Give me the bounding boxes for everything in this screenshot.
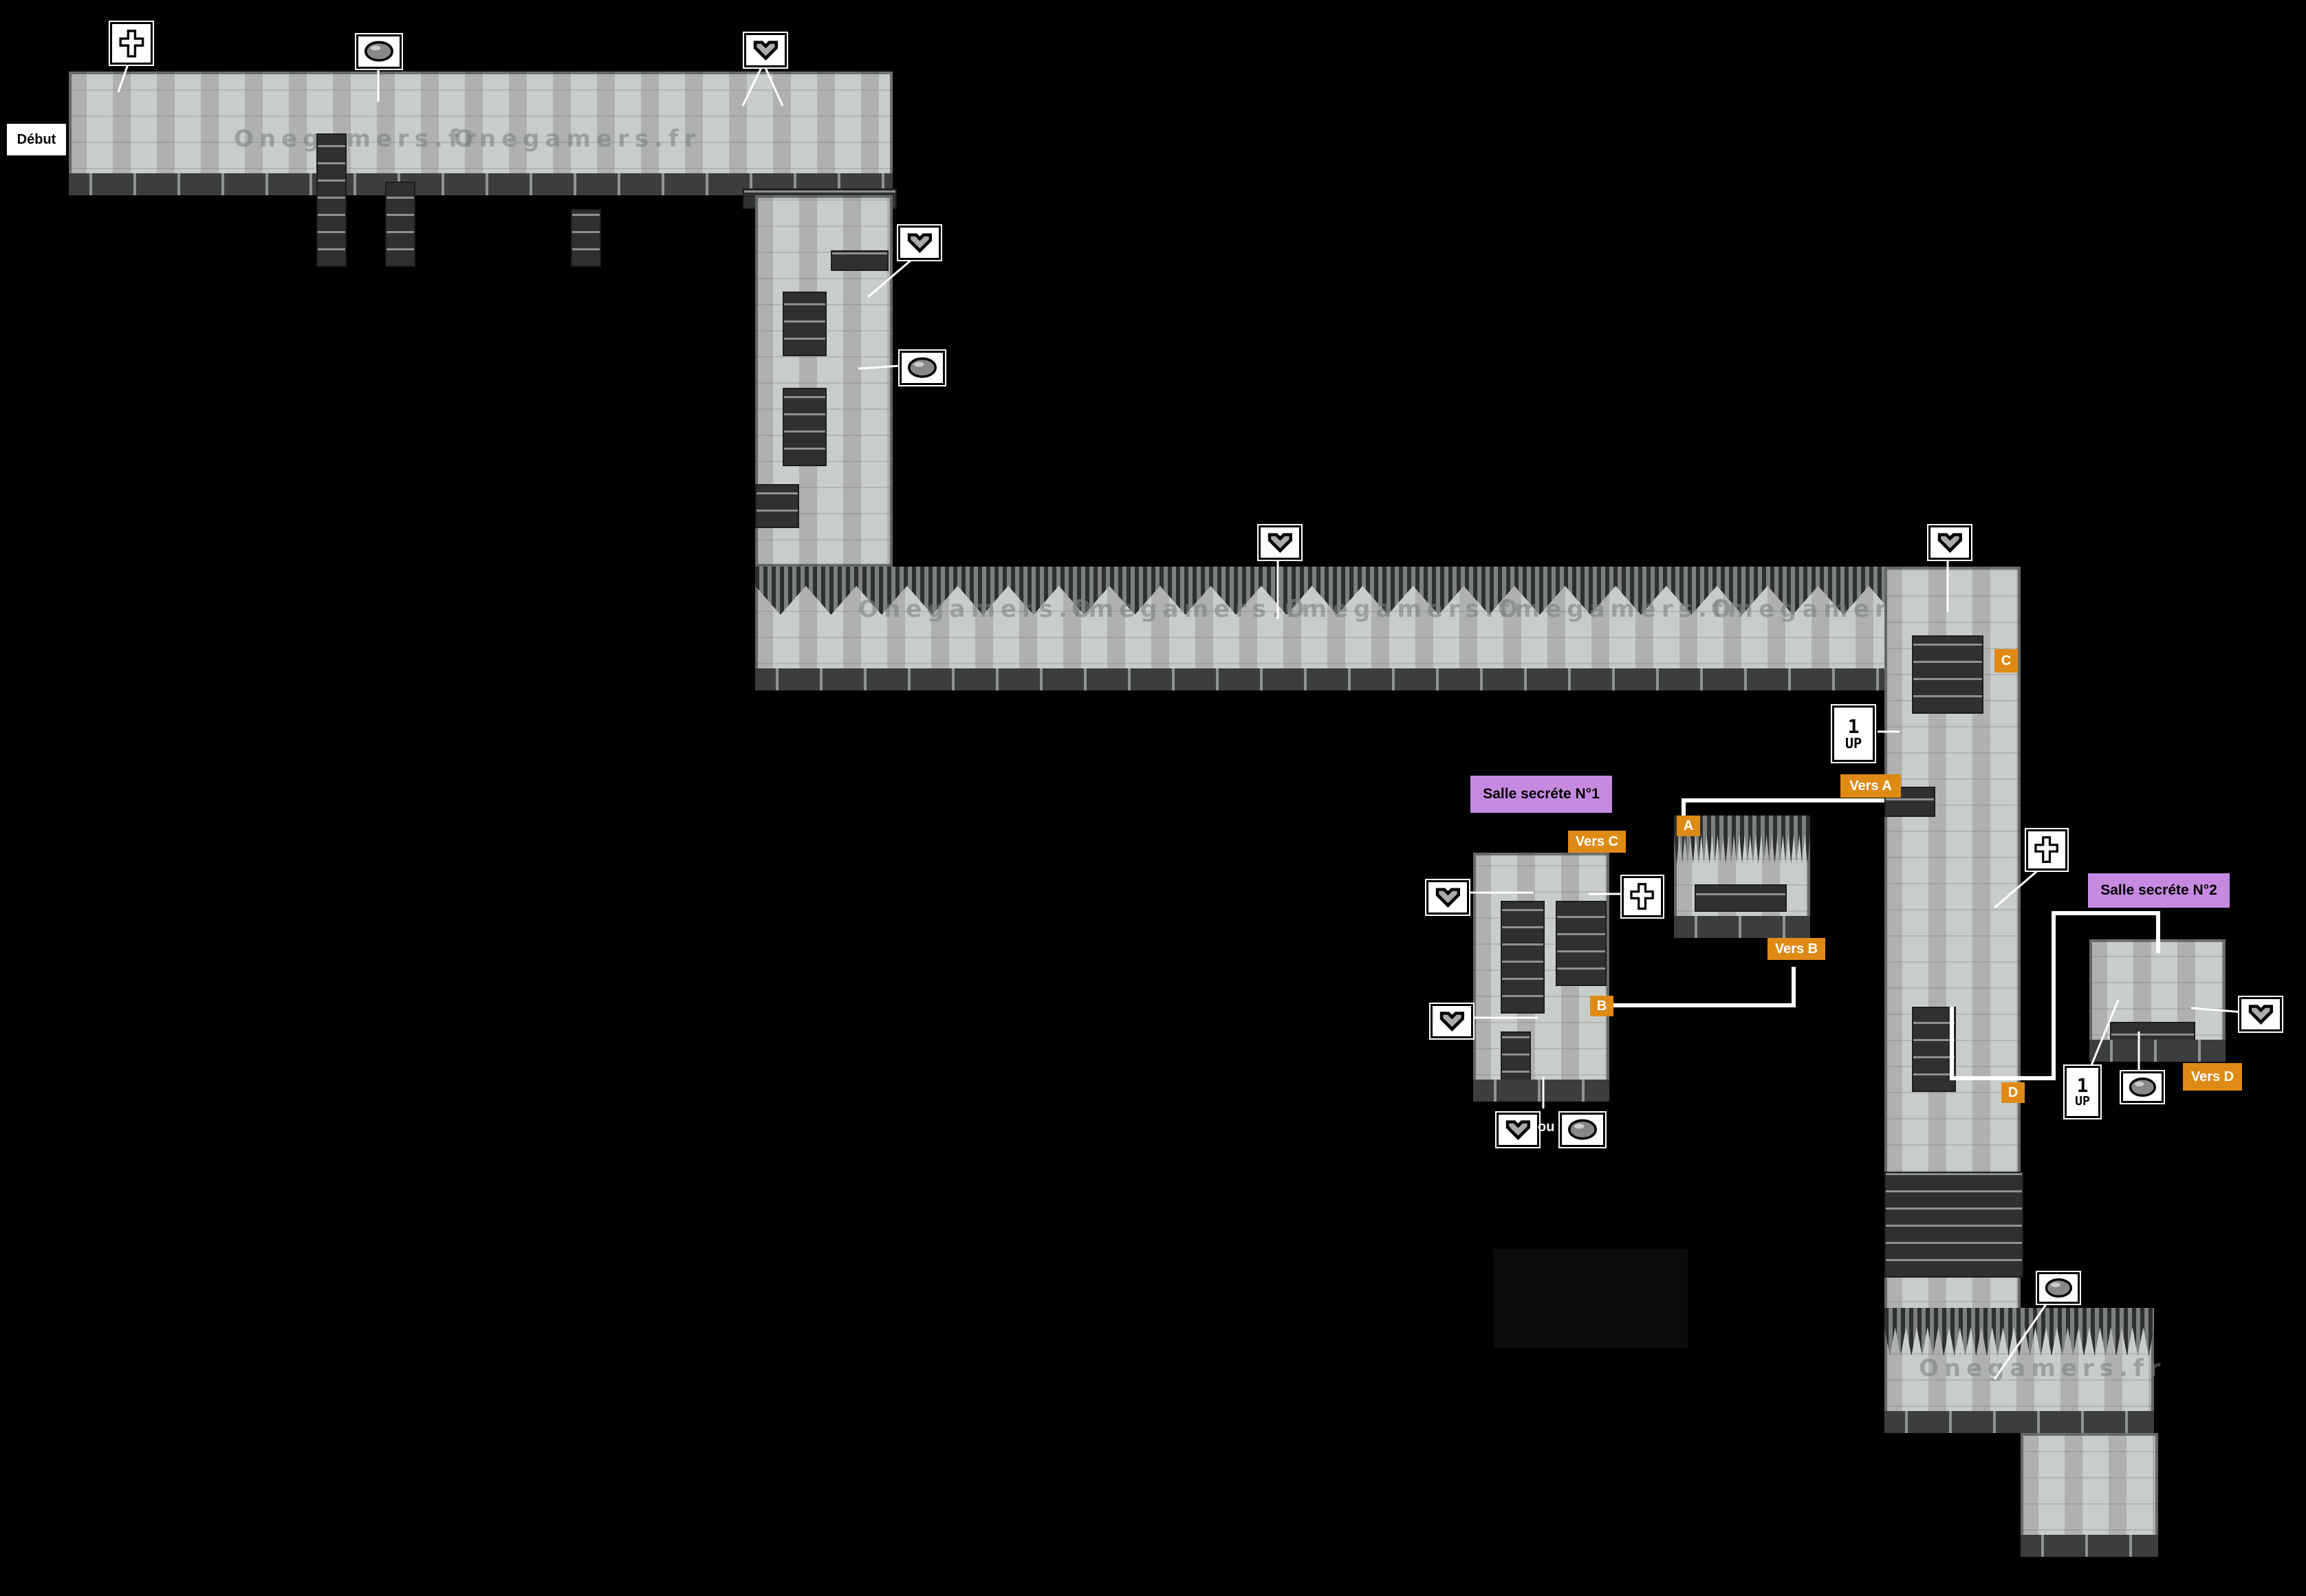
room-east-shaft [1884, 567, 2023, 1433]
watermark: Onegamers.fr [1919, 1355, 2166, 1382]
room-secret-1 [1473, 853, 1609, 1102]
start-label: Début [7, 124, 66, 155]
link-label-d: D [2001, 1082, 2025, 1103]
cross-icon [110, 22, 153, 65]
crystal-orb-icon [1560, 1113, 1605, 1147]
watermark: Onegamers.fr [1498, 595, 1745, 623]
heart-icon [2239, 997, 2282, 1031]
room-vertical-shaft [755, 195, 893, 567]
crystal-orb-icon [2037, 1272, 2080, 1304]
watermark: Onegamers.fr [858, 595, 1106, 623]
crystal-orb-icon [900, 351, 945, 385]
room-exit [2021, 1433, 2158, 1557]
link-label-b: B [1590, 996, 1613, 1016]
watermark: Onegamers.fr [234, 125, 481, 153]
crystal-orb-icon [356, 34, 402, 69]
watermark: Onegamers.fr [1072, 595, 1319, 623]
room-long-hall: Onegamers.fr Onegamers.fr Onegamers.fr O… [755, 567, 2021, 690]
link-label-c: C [1994, 649, 2018, 673]
room-start-corridor: Onegamers.fr Onegamers.fr [69, 72, 897, 267]
heart-icon [1426, 880, 1469, 915]
empty-area [1494, 1249, 1688, 1348]
heart-icon [1928, 525, 1971, 560]
cross-icon [1622, 876, 1663, 917]
watermark: Onegamers.fr [454, 125, 701, 153]
cross-icon [2026, 829, 2067, 871]
room-bottom: Onegamers.fr [1884, 1308, 2160, 1433]
watermark: Onegamers.fr [1285, 595, 1532, 623]
room-secret-2 [2089, 939, 2226, 1062]
heart-icon [1259, 525, 1301, 560]
link-label-vers-d: Vers D [2183, 1063, 2242, 1091]
secret-room-1-title: Salle secréte N°1 [1470, 776, 1612, 813]
heart-icon [1431, 1004, 1473, 1038]
link-label-vers-c: Vers C [1568, 831, 1626, 853]
heart-icon [1497, 1113, 1539, 1147]
secret-room-2-title: Salle secréte N°2 [2088, 873, 2230, 908]
heart-icon [898, 226, 941, 260]
link-label-a: A [1677, 816, 1700, 836]
link-label-vers-b: Vers B [1767, 938, 1825, 960]
heart-icon [744, 33, 787, 67]
crystal-orb-icon [2121, 1071, 2164, 1103]
or-label: ou [1538, 1119, 1555, 1135]
link-label-vers-a: Vers A [1840, 774, 1901, 798]
